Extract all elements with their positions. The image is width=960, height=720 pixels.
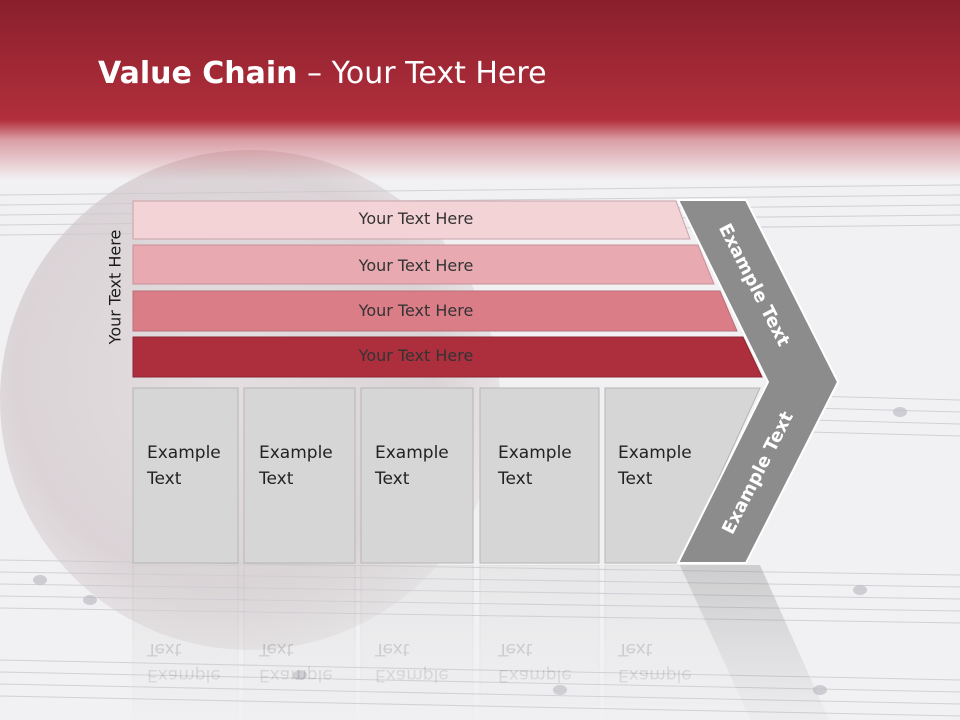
row-bar-4	[132, 336, 763, 378]
column-box-1	[132, 387, 239, 564]
row-label-2: Your Text Here	[358, 256, 474, 275]
title-rest: – Your Text Here	[297, 56, 547, 91]
header-band	[0, 0, 960, 180]
title-bold: Value Chain	[98, 56, 298, 91]
chevron-arrow	[676, 199, 840, 564]
column-box-3	[360, 387, 474, 564]
column-box-2	[243, 387, 356, 564]
row-bar-2	[132, 244, 715, 285]
row-label-3: Your Text Here	[358, 301, 474, 320]
column-box-4	[479, 387, 600, 564]
row-bar-1	[132, 200, 691, 240]
row-label-4: Your Text Here	[358, 346, 474, 365]
slide-title: Value Chain – Your Text Here	[98, 52, 547, 96]
row-bar-3	[132, 290, 738, 332]
row-label-1: Your Text Here	[358, 209, 474, 228]
